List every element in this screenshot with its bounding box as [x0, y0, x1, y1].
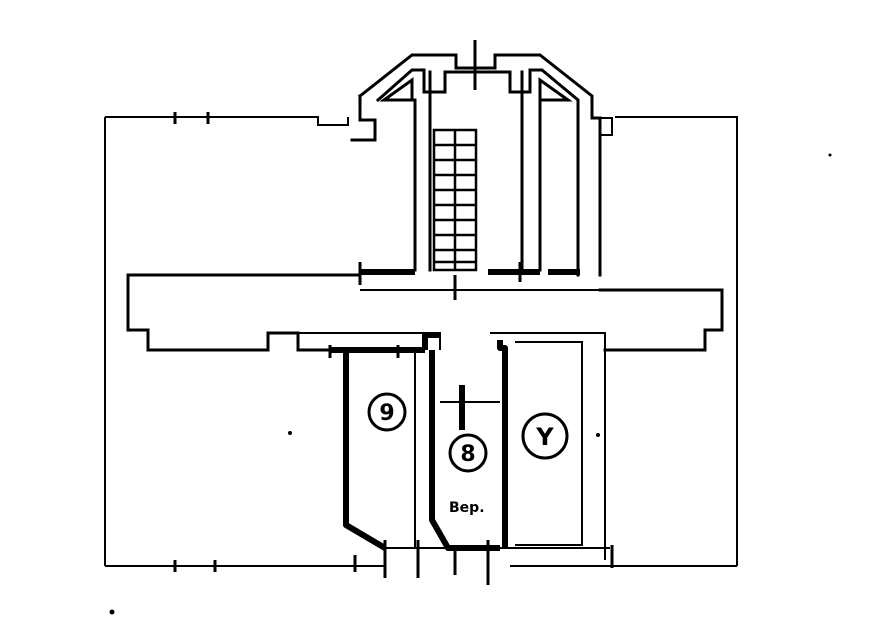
corridor-label: Вер. — [449, 500, 485, 516]
stray-dot — [828, 153, 832, 157]
stray-dot — [109, 609, 115, 615]
outer-outline — [104, 116, 738, 567]
stray-dot — [288, 431, 292, 435]
corridor — [126, 269, 724, 560]
lower-rooms — [330, 332, 610, 551]
dimension-ticks — [173, 112, 614, 585]
room-marker-c-label: Y — [535, 423, 554, 451]
room-marker-a-label: 9 — [379, 401, 394, 426]
stair-tower — [350, 40, 613, 277]
room-marker-b: 8 — [448, 433, 488, 473]
stray-dot — [596, 433, 600, 437]
room-marker-a: 9 — [367, 392, 407, 432]
room-marker-c: Y — [521, 412, 569, 460]
room-marker-b-label: 8 — [460, 442, 475, 467]
